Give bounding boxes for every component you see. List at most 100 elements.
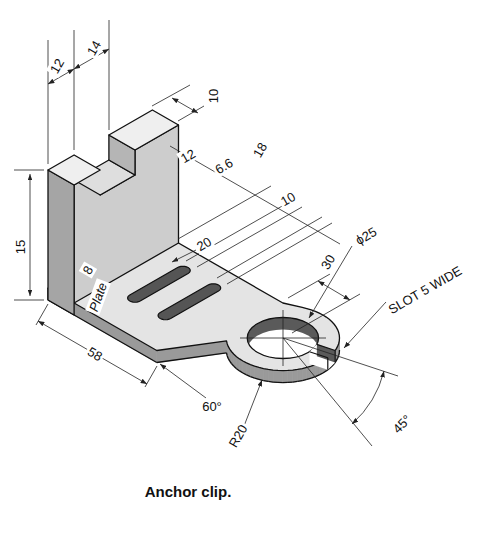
dimension-line (318, 281, 350, 300)
dimension-line (109, 20, 110, 130)
dimension-line (170, 146, 340, 244)
dimension-line (178, 186, 271, 239)
dimension-line (283, 338, 372, 446)
dimension-label: SLOT 5 WIDE (384, 262, 466, 318)
dimension-label: 10 (206, 87, 221, 105)
plate-bottom-edge (234, 366, 237, 368)
dimension-line (217, 217, 322, 278)
plate-edge-face (268, 369, 273, 382)
dimension-label: 12 (46, 54, 68, 77)
plate-bottom-edge (230, 361, 232, 364)
dimension-label: R20 (225, 420, 252, 452)
plate-slot (158, 284, 221, 320)
plate-bottom-edge (283, 382, 288, 383)
plate-slot (128, 266, 191, 302)
plate-bottom-edge (307, 378, 311, 379)
plate-edge-face (278, 370, 283, 382)
plate-edge-face (283, 370, 288, 382)
dimension-label: 12 (176, 145, 199, 167)
dimension-line (74, 30, 75, 150)
plate-bottom-edge (278, 382, 283, 383)
plate-bottom-edge (237, 369, 240, 371)
angle-arc (352, 371, 384, 424)
upright-inner-face (74, 125, 178, 303)
plate-edge-face (255, 366, 259, 379)
plate-edge-face (264, 369, 269, 382)
plate-bottom-edge (323, 371, 326, 373)
dimension-line (186, 201, 291, 261)
dimension-lines (14, 20, 398, 446)
plate-bottom-edge (255, 378, 259, 379)
plate-bottom-edge (298, 380, 303, 382)
plate-edge-face (259, 367, 264, 380)
dimension-label: 8 (79, 261, 98, 278)
plate-bottom-edge (293, 381, 298, 383)
dimension-label: 18 (249, 138, 271, 161)
dimension-label: 45° (388, 410, 415, 437)
plate-bottom-edge (336, 358, 337, 361)
dimension-line (38, 321, 147, 384)
dimension-label: 10 (276, 188, 299, 210)
dimension-label: 6.6 (211, 154, 238, 178)
dimension-line (48, 40, 49, 164)
plate-bottom-edge (227, 356, 228, 359)
plate-bottom-edge (339, 350, 341, 353)
dimension-line (309, 246, 352, 318)
dimension-line (178, 106, 204, 121)
plate-bottom-edge (273, 381, 278, 383)
ring-slot-wall (317, 344, 335, 362)
dimension-label: ϕ25 (351, 223, 381, 249)
ring-slot-edge (335, 350, 336, 362)
plate-bottom-edge (157, 353, 227, 363)
dimension-label: 58 (83, 343, 106, 365)
plate-edge-face (293, 369, 298, 382)
dimension-line (14, 300, 44, 301)
plate-bottom-edge (240, 371, 243, 373)
plate-bottom-edge (264, 380, 269, 382)
plate-bottom-edge (288, 381, 293, 383)
upright-top (48, 155, 100, 185)
dimension-line (283, 338, 398, 376)
dimension-line (14, 170, 44, 171)
figure-caption: Anchor clip. (145, 484, 232, 501)
dimension-line (244, 380, 262, 426)
ring-slot-edge (309, 352, 327, 358)
plate-bottom-edge (268, 381, 273, 383)
plate-edge-face (273, 370, 278, 382)
plate-bottom-edge (232, 364, 234, 367)
dimension-line (227, 223, 332, 284)
dimension-line (36, 304, 48, 325)
plate-edge-face (288, 370, 293, 382)
plate-bottom-edge (250, 377, 254, 379)
dimension-line (172, 250, 196, 262)
plate-edge-face (250, 365, 254, 379)
dimension-line (152, 85, 190, 106)
dimension-label: 14 (83, 36, 105, 59)
plate-bottom-edge (243, 373, 247, 375)
plate-bottom-edge (247, 375, 251, 377)
plate-bottom-edge (302, 379, 307, 380)
plate-bottom-edge (319, 373, 323, 375)
dimension-line (30, 174, 31, 296)
plate-bottom-edge (338, 353, 340, 356)
plate-bottom-edge (226, 353, 228, 356)
anchor-clip-part (48, 110, 339, 383)
plate-bottom-edge (315, 375, 319, 377)
dimension-label: 20 (192, 233, 215, 255)
dimension-line (344, 302, 386, 348)
dimension-line (197, 207, 302, 267)
plate-edge-face (298, 369, 303, 382)
dimension-label: Plate (85, 279, 111, 316)
plate-bottom-edge (259, 379, 264, 380)
dimension-label: 60° (200, 399, 224, 414)
ring-slot-edge (327, 358, 328, 370)
plate-edge-face (302, 367, 307, 380)
ring-slot-edge (317, 344, 335, 350)
dimension-line (160, 364, 206, 398)
plate-bottom-edge (228, 358, 229, 361)
dimension-line (288, 274, 330, 298)
upright-top (109, 110, 179, 150)
